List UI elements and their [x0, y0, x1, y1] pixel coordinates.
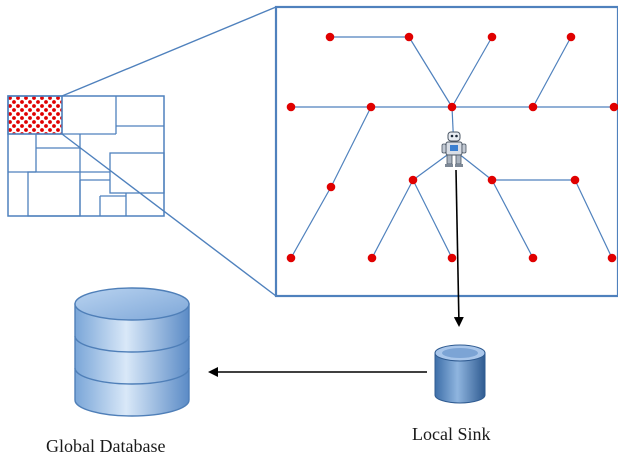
sensor-node — [325, 32, 335, 42]
sensor-node — [487, 32, 497, 42]
sensor-node — [528, 253, 538, 263]
network-nodes — [286, 32, 618, 263]
network-edge — [574, 179, 613, 259]
network-edge — [412, 179, 453, 259]
sensor-node — [366, 102, 376, 112]
sensor-node — [404, 32, 414, 42]
network-edge — [290, 186, 332, 259]
network-edge — [330, 106, 372, 188]
sensor-node — [607, 253, 617, 263]
sensor-node — [570, 175, 580, 185]
sensor-node — [609, 102, 618, 112]
upload-arrow — [453, 169, 464, 327]
network-edge — [451, 36, 493, 108]
robot-icon — [441, 131, 467, 167]
zoom-lines — [61, 6, 277, 297]
global-database-label: Global Database — [46, 436, 166, 456]
sensor-node — [528, 102, 538, 112]
sensor-node — [447, 253, 457, 263]
network-edge — [371, 179, 414, 259]
sensor-node — [487, 175, 497, 185]
sensor-node — [408, 175, 418, 185]
selected-region — [7, 95, 63, 135]
database-icon — [74, 287, 190, 417]
local-sink-label: Local Sink — [412, 424, 491, 444]
area-map — [7, 95, 165, 217]
sensor-node — [367, 253, 377, 263]
network-edge — [532, 36, 572, 108]
sensor-node — [566, 32, 576, 42]
network-edge — [491, 179, 534, 259]
sensor-node — [286, 102, 296, 112]
sensor-node — [286, 253, 296, 263]
sensor-node — [447, 102, 457, 112]
network-edge — [408, 36, 453, 108]
map-partitions — [8, 96, 165, 217]
sink-icon — [434, 344, 486, 404]
sensor-node — [326, 182, 336, 192]
